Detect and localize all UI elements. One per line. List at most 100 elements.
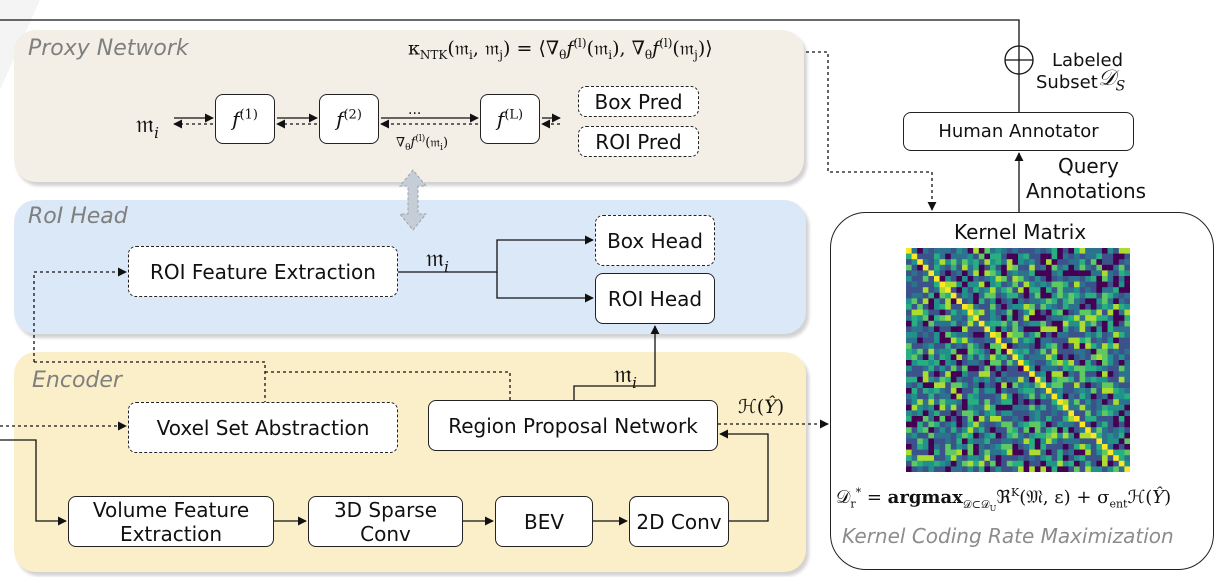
heatmap-cell xyxy=(1018,371,1024,378)
heatmap-cell xyxy=(911,455,918,462)
heatmap-cell xyxy=(934,432,940,439)
heatmap-cell xyxy=(911,460,918,467)
heatmap-cell xyxy=(990,337,996,344)
heatmap-cell xyxy=(962,270,968,277)
heatmap-cell xyxy=(1012,287,1019,294)
heatmap-cell xyxy=(934,259,940,266)
heatmap-cell xyxy=(1124,404,1130,411)
heatmap-cell xyxy=(1062,276,1069,282)
conv2d-box[interactable]: 2D Conv xyxy=(629,496,729,547)
heatmap-cell xyxy=(1001,455,1008,462)
heatmap-cell xyxy=(1079,421,1086,428)
region-proposal-network-box[interactable]: Region Proposal Network xyxy=(428,400,718,451)
layer-fL-box[interactable]: f(L) xyxy=(480,94,540,144)
heatmap-cell xyxy=(1046,276,1052,282)
heatmap-cell xyxy=(950,326,957,333)
roi-head-box[interactable]: ROI Head xyxy=(595,273,715,324)
heatmap-cell xyxy=(1113,348,1120,355)
heatmap-cell xyxy=(1090,410,1097,417)
heatmap-cell xyxy=(911,393,918,400)
layer-f2-box[interactable]: f(2) xyxy=(319,94,379,144)
heatmap-cell xyxy=(922,455,929,462)
heatmap-cell xyxy=(1074,253,1080,260)
heatmap-cell xyxy=(1012,315,1019,322)
heatmap-cell xyxy=(1023,287,1030,294)
bev-box[interactable]: BEV xyxy=(495,496,593,547)
heatmap-cell xyxy=(1085,343,1092,350)
heatmap-cell xyxy=(956,421,963,428)
heatmap-cell xyxy=(1040,270,1047,277)
heatmap-cell xyxy=(906,376,912,383)
heatmap-cell xyxy=(956,264,963,271)
heatmap-cell xyxy=(962,332,968,338)
heatmap-cell xyxy=(1085,259,1092,266)
heatmap-cell xyxy=(1062,281,1069,288)
heatmap-cell xyxy=(1006,438,1013,445)
box-head-box[interactable]: Box Head xyxy=(595,215,715,266)
heatmap-cell xyxy=(1074,382,1080,389)
heatmap-cell xyxy=(1102,427,1108,434)
heatmap-cell xyxy=(1124,354,1130,361)
heatmap-cell xyxy=(973,264,980,271)
heatmap-cell xyxy=(1034,343,1041,350)
human-annotator-box[interactable]: Human Annotator xyxy=(903,112,1134,151)
heatmap-cell xyxy=(1040,466,1047,472)
heatmap-cell xyxy=(922,348,929,355)
heatmap-cell xyxy=(1090,444,1097,450)
heatmap-cell xyxy=(1012,393,1019,400)
heatmap-cell xyxy=(990,320,996,327)
heatmap-cell xyxy=(1118,360,1125,366)
roi-feature-extraction-box[interactable]: ROI Feature Extraction xyxy=(128,246,398,297)
heatmap-cell xyxy=(956,348,963,355)
heatmap-cell xyxy=(1096,365,1103,372)
heatmap-cell xyxy=(956,410,963,417)
heatmap-cell xyxy=(1029,449,1036,456)
heatmap-cell xyxy=(1118,343,1125,350)
heatmap-cell xyxy=(1096,388,1103,394)
heatmap-cell xyxy=(1046,326,1052,333)
heatmap-cell xyxy=(1006,270,1013,277)
heatmap-cell xyxy=(911,315,918,322)
heatmap-cell xyxy=(1107,287,1114,294)
heatmap-cell xyxy=(1118,399,1125,406)
heatmap-cell xyxy=(934,276,940,282)
heatmap-cell xyxy=(934,360,940,366)
heatmap-cell xyxy=(1102,460,1108,467)
heatmap-cell xyxy=(922,315,929,322)
heatmap-cell xyxy=(1096,348,1103,355)
heatmap-cell xyxy=(967,304,974,310)
heatmap-cell xyxy=(995,259,1002,266)
heatmap-cell xyxy=(995,360,1002,366)
heatmap-cell xyxy=(1068,388,1075,394)
heatmap-cell xyxy=(1113,410,1120,417)
roi-pred-output[interactable]: ROI Pred xyxy=(578,126,699,157)
layer-f1-box[interactable]: f(1) xyxy=(215,94,275,144)
heatmap-cell xyxy=(950,348,957,355)
heatmap-cell xyxy=(1018,449,1024,456)
heatmap-cell xyxy=(1040,376,1047,383)
heatmap-cell xyxy=(1124,365,1130,372)
heatmap-cell xyxy=(978,332,985,338)
heatmap-cell xyxy=(922,360,929,366)
heatmap-cell xyxy=(911,444,918,450)
heatmap-cell xyxy=(1012,455,1019,462)
heatmap-cell xyxy=(950,253,957,260)
heatmap-cell xyxy=(1102,320,1108,327)
heatmap-cell xyxy=(1118,320,1125,327)
heatmap-cell xyxy=(1046,365,1052,372)
box-pred-output[interactable]: Box Pred xyxy=(578,86,699,117)
heatmap-cell xyxy=(906,432,912,439)
heatmap-cell xyxy=(1079,354,1086,361)
voxel-set-abstraction-box[interactable]: Voxel Set Abstraction xyxy=(128,402,398,453)
heatmap-cell xyxy=(934,348,940,355)
heatmap-cell xyxy=(1001,309,1008,316)
heatmap-cell xyxy=(1001,388,1008,394)
heatmap-cell xyxy=(1096,466,1103,472)
heatmap-cell xyxy=(911,376,918,383)
heatmap-cell xyxy=(1124,376,1130,383)
heatmap-cell xyxy=(1118,270,1125,277)
heatmap-cell xyxy=(1085,376,1092,383)
heatmap-cell xyxy=(995,304,1002,310)
